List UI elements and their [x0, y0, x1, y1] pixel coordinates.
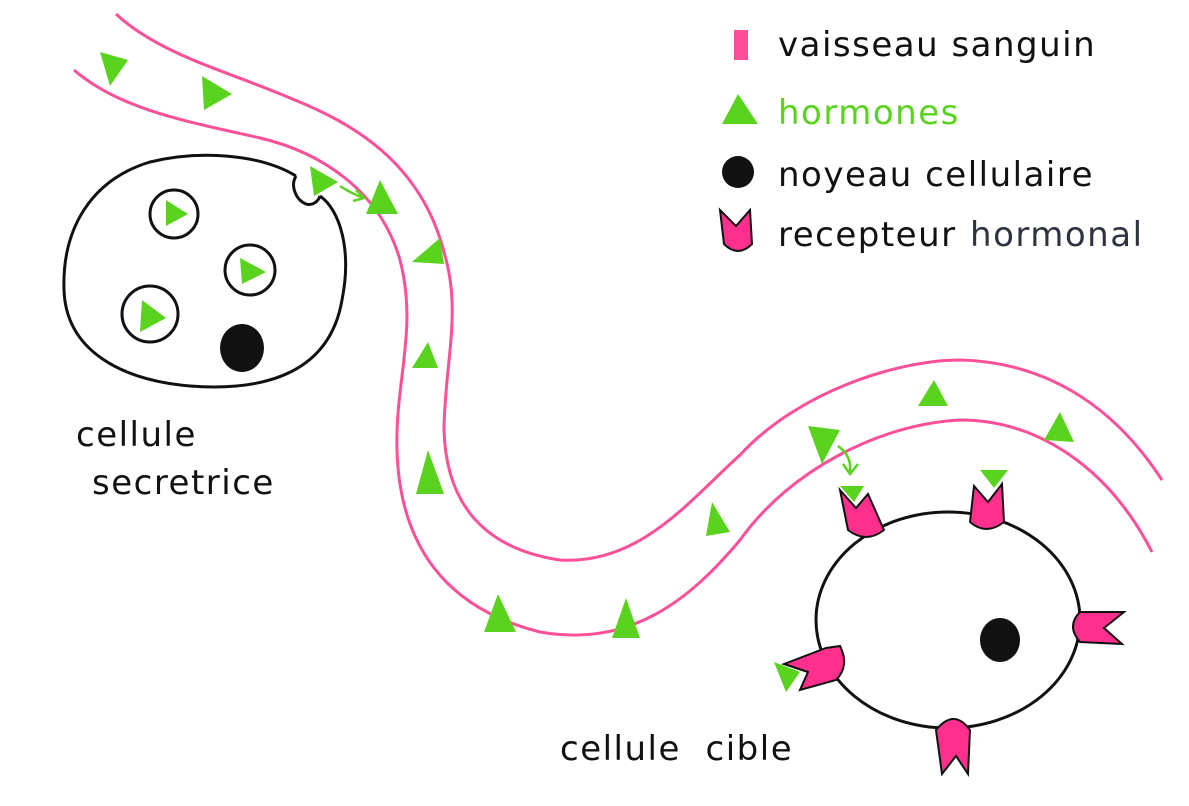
- legend-label-nucleus: noyeau cellulaire: [778, 155, 1094, 195]
- secretory-cell-membrane: [62, 153, 348, 389]
- hormone-triangle: [612, 598, 640, 638]
- target-nucleus: [980, 618, 1020, 662]
- hormone-triangle: [202, 76, 232, 110]
- hormone-triangle: [366, 180, 398, 214]
- legend: vaisseau sanguin hormones noyeau cellula…: [718, 25, 1144, 255]
- legend-item-vessel: vaisseau sanguin: [734, 25, 1096, 65]
- blood-vessel: [73, 12, 1164, 637]
- hormone-triangle: [416, 450, 444, 494]
- hormone-triangle: [918, 380, 948, 406]
- legend-item-nucleus: noyeau cellulaire: [722, 155, 1094, 195]
- exocytosis-notch: [292, 175, 322, 206]
- receptor-bound: [838, 486, 886, 538]
- hormone-triangle: [484, 594, 516, 632]
- hormone-triangle: [706, 502, 730, 536]
- hormone-triangle: [1044, 412, 1074, 442]
- receptor-bound: [774, 644, 846, 692]
- legend-label-hormones: hormones: [778, 93, 960, 133]
- vessel-wall-lower: [73, 68, 1154, 637]
- receptor-free: [1072, 611, 1127, 646]
- label-target-cell: cellule cible: [560, 729, 793, 769]
- receptor-swatch: [718, 207, 754, 252]
- hormone-triangle: [808, 426, 840, 464]
- legend-item-hormones: hormones: [722, 93, 960, 133]
- receptor-free: [934, 718, 972, 778]
- secretory-nucleus: [220, 324, 264, 372]
- hormone-swatch: [722, 94, 758, 124]
- hormone-triangle: [412, 342, 438, 368]
- label-secretory-cell-line1: cellule: [76, 415, 197, 455]
- target-cell-membrane: [814, 510, 1082, 730]
- target-cell: [774, 470, 1127, 778]
- secretory-vesicle: [120, 284, 180, 344]
- release-arrow: [339, 184, 367, 203]
- vessel-hormones: [100, 52, 1074, 638]
- label-secretory-cell-line2: secretrice: [92, 463, 275, 503]
- vessel-swatch: [734, 30, 748, 60]
- secretory-vesicle: [223, 243, 277, 297]
- vessel-wall-upper: [114, 12, 1164, 562]
- secretory-vesicle: [148, 188, 200, 240]
- hormone-triangle: [100, 52, 128, 86]
- hormone-triangle: [310, 166, 338, 196]
- capture-arrow: [837, 444, 859, 477]
- nucleus-swatch: [722, 156, 754, 188]
- secretory-cell: [62, 153, 348, 389]
- hormone-triangle: [412, 238, 444, 264]
- legend-label-vessel: vaisseau sanguin: [778, 25, 1096, 65]
- receptor-bound: [968, 470, 1008, 530]
